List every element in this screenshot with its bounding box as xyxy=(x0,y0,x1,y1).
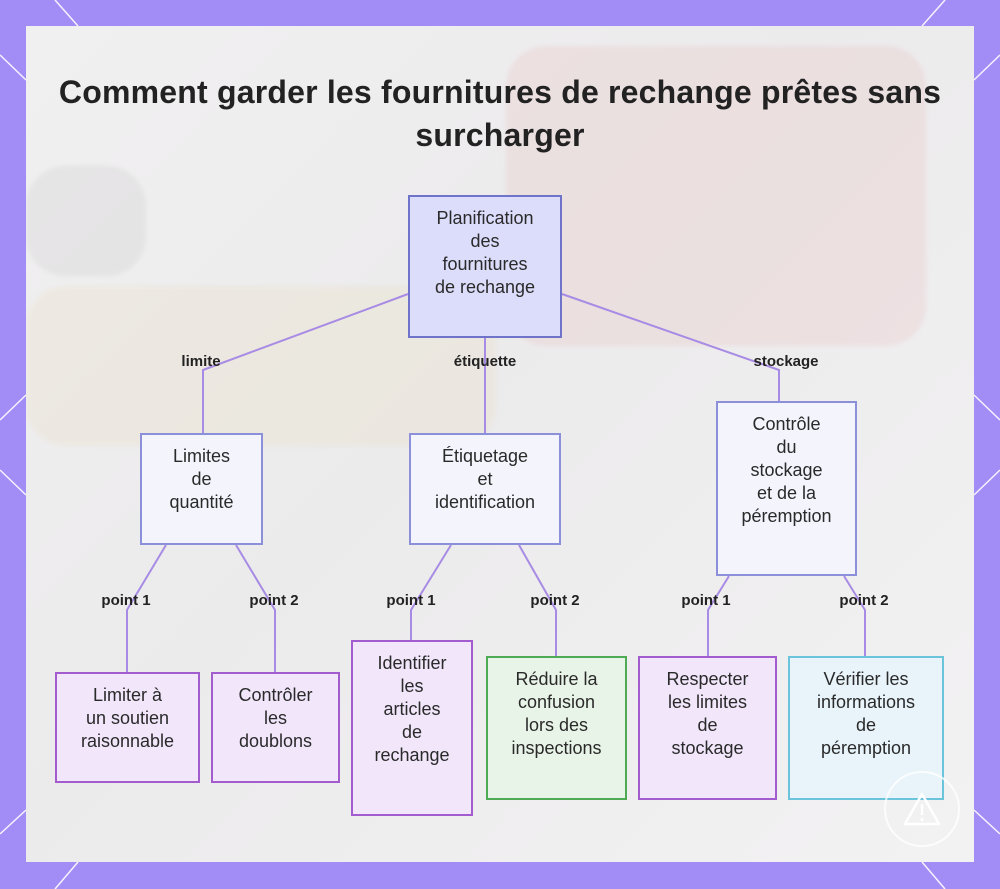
background-photo-shape xyxy=(506,46,926,346)
diagram-title: Comment garder les fournitures de rechan… xyxy=(58,74,942,153)
warning-triangle-icon xyxy=(884,771,960,847)
node-quantity-limits: Limites de quantité xyxy=(140,433,263,545)
edge-storage-p1 xyxy=(707,575,730,658)
connector-lines xyxy=(126,293,866,672)
edge-label-limits-point-1: point 1 xyxy=(101,592,151,609)
edge-root-limits xyxy=(202,293,409,434)
edge-label-limite: limite xyxy=(181,353,221,370)
background-photo-shape xyxy=(26,166,146,276)
edge-label-stockage: stockage xyxy=(753,353,819,370)
node-check-duplicates: Contrôler les doublons xyxy=(211,672,340,783)
edge-label-storage-point-2: point 2 xyxy=(839,592,889,609)
node-root-spare-supply-planning: Planification des fournitures de rechang… xyxy=(408,195,562,338)
edge-storage-p2 xyxy=(843,575,866,656)
edge-limits-p2 xyxy=(235,544,276,672)
node-reduce-inspection-confusion: Réduire la confusion lors des inspection… xyxy=(486,656,627,800)
edge-limits-p1 xyxy=(126,544,167,672)
edge-root-storage xyxy=(561,293,780,402)
edge-label-storage-point-1: point 1 xyxy=(681,592,731,609)
edge-labeling-p2 xyxy=(518,544,557,656)
diagram-card: Comment garder les fournitures de rechan… xyxy=(26,26,974,862)
node-labeling-identification: Étiquetage et identification xyxy=(409,433,561,545)
node-storage-expiry-control: Contrôle du stockage et de la péremption xyxy=(716,401,857,576)
edge-label-limits-point-2: point 2 xyxy=(249,592,299,609)
node-limit-reasonable-support: Limiter à un soutien raisonnable xyxy=(55,672,200,783)
node-respect-storage-limits: Respecter les limites de stockage xyxy=(638,656,777,800)
edge-label-labeling-point-1: point 1 xyxy=(386,592,436,609)
edge-label-etiquette: étiquette xyxy=(453,353,517,370)
node-identify-spare-items: Identifier les articles de rechange xyxy=(351,640,473,816)
edge-labeling-p1 xyxy=(410,544,452,640)
edge-label-labeling-point-2: point 2 xyxy=(530,592,580,609)
